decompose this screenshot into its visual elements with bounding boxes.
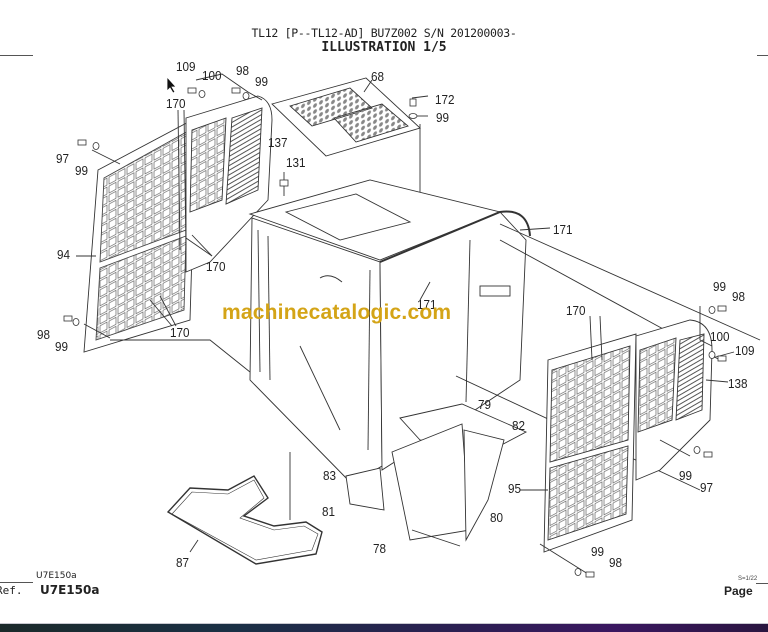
callout-99: 99 bbox=[679, 468, 693, 483]
roof-panel-68 bbox=[271, 77, 421, 157]
callout-78: 78 bbox=[373, 541, 387, 556]
left-side-panel-137 bbox=[185, 95, 273, 273]
callout-138: 138 bbox=[728, 376, 748, 391]
callout-171: 171 bbox=[553, 222, 573, 237]
callout-172: 172 bbox=[435, 92, 455, 107]
callout-100: 100 bbox=[202, 68, 222, 83]
callout-99: 99 bbox=[591, 544, 605, 559]
mouse-pointer-icon bbox=[166, 76, 177, 94]
cab-frame bbox=[248, 179, 531, 485]
model-serial-header: TL12 [P--TL12-AD] BU7Z002 S/N 201200003- bbox=[251, 26, 517, 40]
callout-80: 80 bbox=[490, 510, 504, 525]
callout-109: 109 bbox=[176, 59, 196, 74]
callout-99: 99 bbox=[55, 339, 69, 354]
right-screen-95 bbox=[543, 333, 637, 553]
callout-97: 97 bbox=[56, 151, 70, 166]
callout-98: 98 bbox=[236, 63, 250, 78]
callout-131: 131 bbox=[286, 155, 306, 170]
page-label: Page bbox=[724, 584, 753, 598]
fasteners bbox=[63, 87, 727, 578]
callout-109: 109 bbox=[735, 343, 755, 358]
floor-base bbox=[345, 403, 528, 547]
footer-ref-small: U7E150a bbox=[36, 571, 77, 581]
callout-170: 170 bbox=[566, 303, 586, 318]
callout-171: 171 bbox=[417, 297, 437, 312]
page-scale: S=1/22 bbox=[738, 576, 758, 582]
callout-100: 100 bbox=[710, 329, 730, 344]
callout-94: 94 bbox=[57, 247, 71, 262]
page-rule bbox=[756, 583, 768, 584]
watermark: machinecatalogic.com bbox=[222, 301, 452, 324]
callout-137: 137 bbox=[268, 135, 288, 150]
callout-97: 97 bbox=[700, 480, 714, 495]
callout-170: 170 bbox=[166, 96, 186, 111]
callout-79: 79 bbox=[478, 397, 492, 412]
callout-99: 99 bbox=[75, 163, 89, 178]
callout-82: 82 bbox=[512, 418, 526, 433]
callout-98: 98 bbox=[609, 555, 623, 570]
taskbar-strip bbox=[0, 623, 768, 632]
callout-68: 68 bbox=[371, 69, 385, 84]
top-right-rule bbox=[757, 55, 768, 56]
callout-170: 170 bbox=[206, 259, 226, 274]
callout-99: 99 bbox=[255, 74, 269, 89]
illustration-title: ILLUSTRATION 1/5 bbox=[321, 40, 447, 55]
footer-ref-code: U7E150a bbox=[40, 583, 100, 597]
right-side-panel-138 bbox=[635, 319, 713, 481]
callout-170: 170 bbox=[170, 325, 190, 340]
footer-ref-label: Ref. bbox=[0, 584, 23, 597]
callout-98: 98 bbox=[732, 289, 746, 304]
callout-81: 81 bbox=[322, 504, 336, 519]
floor-mat-87 bbox=[166, 475, 323, 565]
callout-98: 98 bbox=[37, 327, 51, 342]
left-screen-94 bbox=[83, 117, 197, 353]
top-left-rule bbox=[0, 55, 33, 56]
callout-83: 83 bbox=[323, 468, 337, 483]
footer-ref-rule bbox=[0, 582, 33, 583]
callout-95: 95 bbox=[508, 481, 522, 496]
callout-99: 99 bbox=[436, 110, 450, 125]
callout-99: 99 bbox=[713, 279, 727, 294]
callout-87: 87 bbox=[176, 555, 190, 570]
